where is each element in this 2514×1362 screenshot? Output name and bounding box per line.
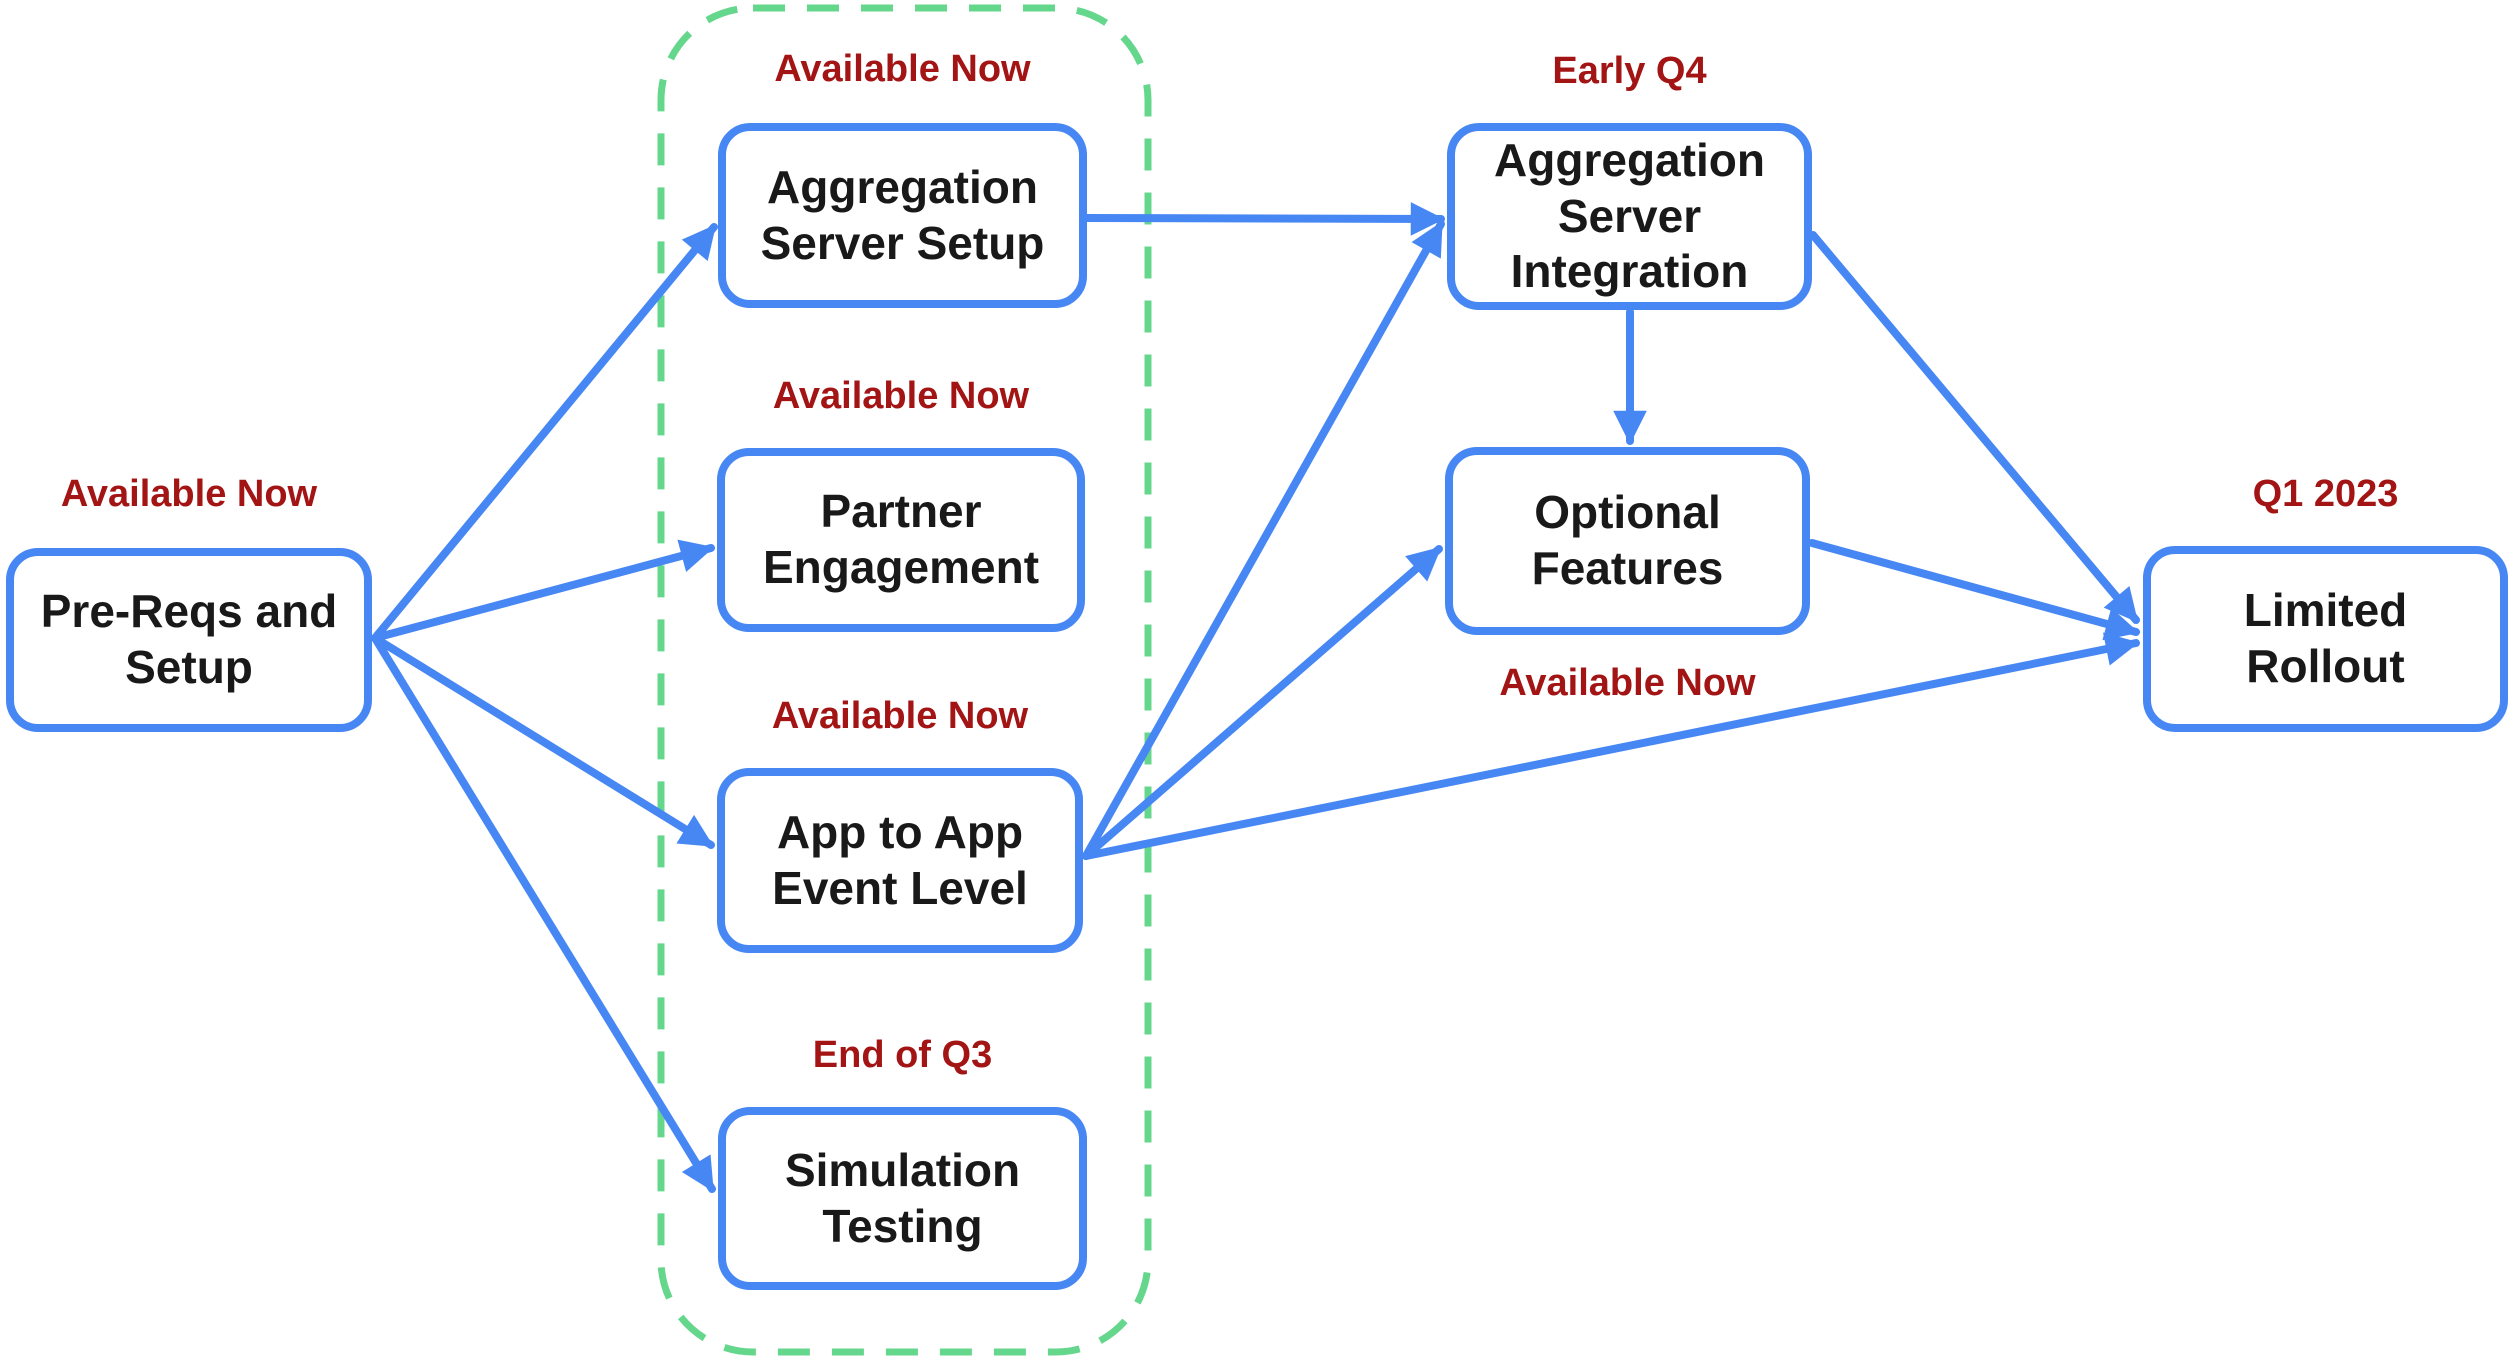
edge-app2app-to-optional — [1082, 545, 1443, 860]
status-partner-engagement: Available Now — [772, 375, 1030, 417]
edge-prereqs-to-agg_setup — [371, 223, 718, 642]
edge-optional-to-rollout — [1808, 539, 2140, 641]
status-aggregation-server-setup: Available Now — [774, 48, 1031, 90]
status-app-to-app-event-level: Available Now — [771, 695, 1029, 737]
node-simulation-testing: Simulation Testing — [718, 1107, 1087, 1290]
status-aggregation-server-integration: Early Q4 — [1552, 50, 1707, 92]
edge-agg_integration-to-rollout — [1809, 231, 2140, 624]
node-prereqs-and-setup: Pre-Reqs and Setup — [6, 548, 372, 732]
node-aggregation-server-setup: Aggregation Server Setup — [718, 123, 1087, 308]
node-optional-features: Optional Features — [1445, 447, 1810, 635]
status-prereqs: Available Now — [60, 473, 318, 515]
node-aggregation-server-integration: Aggregation Server Integration — [1447, 123, 1812, 310]
edge-agg_setup-to-agg_integration — [1082, 202, 1445, 236]
node-partner-engagement: Partner Engagement — [717, 448, 1085, 632]
status-optional-features: Available Now — [1499, 662, 1756, 704]
edge-prereqs-to-simulation — [371, 634, 716, 1193]
node-app-to-app-event-level: App to App Event Level — [717, 768, 1083, 953]
edge-prereqs-to-partner — [371, 539, 715, 642]
status-limited-rollout: Q1 2023 — [2252, 473, 2399, 515]
edge-app2app-to-agg_integration — [1082, 220, 1445, 860]
status-simulation-testing: End of Q3 — [812, 1034, 993, 1076]
node-limited-rollout: Limited Rollout — [2143, 546, 2508, 732]
edge-prereqs-to-app2app — [371, 634, 715, 849]
